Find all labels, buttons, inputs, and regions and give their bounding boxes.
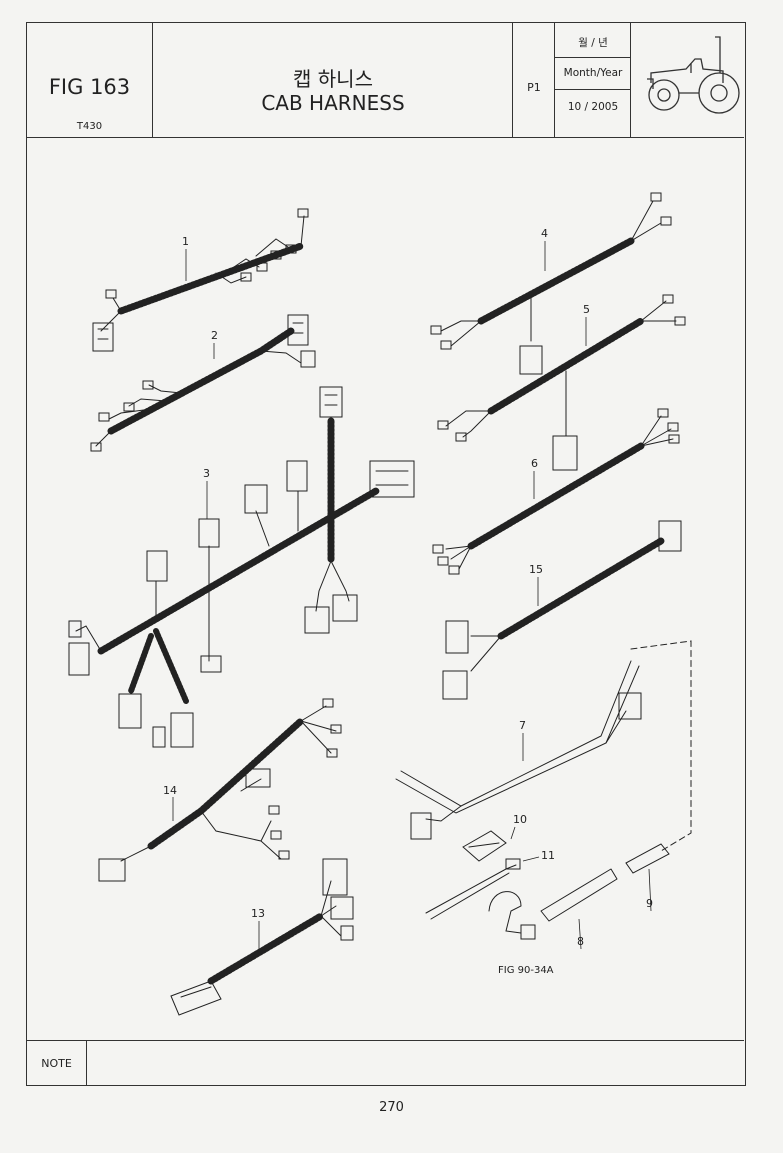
small-parts xyxy=(425,830,670,940)
harness-5 xyxy=(437,294,686,471)
page-code: P1 xyxy=(527,81,541,94)
part-7-tube xyxy=(395,640,692,852)
harness-1 xyxy=(92,208,309,352)
page-number: 270 xyxy=(379,1100,404,1115)
page-code-cell xyxy=(513,23,555,137)
callout-7: 7 xyxy=(519,719,526,732)
model-code: T430 xyxy=(76,121,103,132)
title-block: FIG 163 T430 캡 하니스 CAB HARNESS P1 월 / 년 … xyxy=(27,23,744,138)
fig-reference: FIG 90-34A xyxy=(498,965,554,976)
callout-3: 3 xyxy=(203,467,210,480)
fig-number: FIG 163 xyxy=(48,75,131,99)
drawing-sheet: FIG 163 T430 캡 하니스 CAB HARNESS P1 월 / 년 … xyxy=(26,22,746,1086)
callout-5: 5 xyxy=(583,303,590,316)
date-value: 10 / 2005 xyxy=(567,101,619,113)
title-korean: 캡 하니스 xyxy=(293,67,373,91)
date-cell: 월 / 년 Month/Year 10 / 2005 xyxy=(555,23,631,137)
callout-10: 10 xyxy=(513,813,527,826)
harness-15 xyxy=(442,520,682,700)
harness-diagram: 1 2 3 4 5 6 15 7 10 11 9 8 14 13 FIG 90-… xyxy=(27,138,744,1039)
callout-1: 1 xyxy=(182,235,189,248)
tractor-icon xyxy=(631,23,744,137)
callout-13: 13 xyxy=(251,907,265,920)
callout-9: 9 xyxy=(646,897,653,910)
callout-15: 15 xyxy=(529,563,543,576)
harness-13 xyxy=(170,858,354,1016)
note-row: NOTE xyxy=(27,1040,744,1086)
title-english: CAB HARNESS xyxy=(261,91,405,115)
callout-14: 14 xyxy=(163,784,177,797)
title-cell xyxy=(153,23,513,137)
note-label: NOTE xyxy=(27,1041,87,1086)
date-korean: 월 / 년 xyxy=(578,37,608,49)
callout-2: 2 xyxy=(211,329,218,342)
date-label: Month/Year xyxy=(563,67,623,79)
callout-11: 11 xyxy=(541,849,555,862)
harness-2 xyxy=(90,314,316,452)
harness-4 xyxy=(430,192,672,375)
harness-6 xyxy=(432,408,680,575)
callout-6: 6 xyxy=(531,457,538,470)
harness-14 xyxy=(98,698,342,882)
fig-number-cell xyxy=(27,23,153,137)
harness-3 xyxy=(68,386,415,748)
callout-4: 4 xyxy=(541,227,548,240)
